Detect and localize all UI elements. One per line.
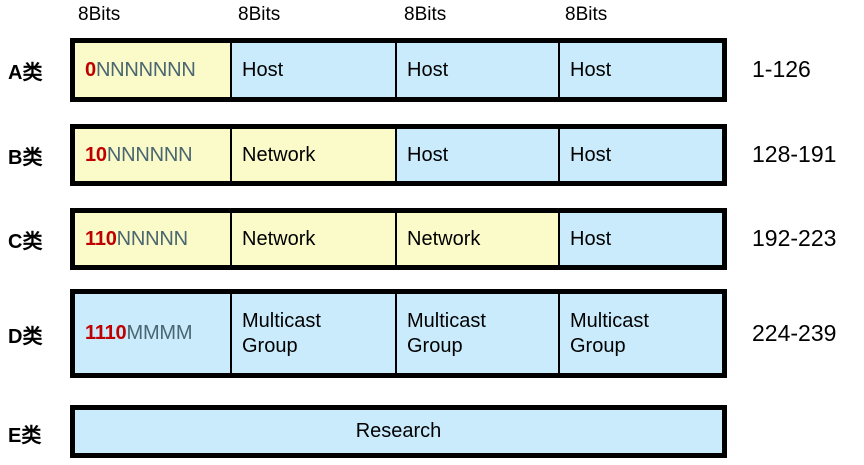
cell-c-octet-3-label: Network [407,227,481,250]
class-label-e: E类 [8,425,42,447]
cell-d-octet-1: 1110MMMM [75,294,232,373]
column-header-octet-1: 8Bits [78,4,121,25]
address-bar-c: 110NNNNN Network Network Host [70,208,727,270]
prefix-bits-a: 0 [85,58,96,81]
cell-b-octet-1: 10NNNNNN [75,129,232,181]
address-bar-e: Research [70,405,727,458]
cell-a-octet-4-label: Host [570,58,612,81]
cell-b-octet-4-label: Host [570,143,612,166]
class-row-a: A类 0NNNNNNN Host Host Host 1-126 [0,38,864,102]
class-row-b: B类 10NNNNNN Network Host Host 128-191 [0,124,864,186]
cell-c-octet-4: Host [560,213,722,265]
cell-c-octet-4-label: Host [570,227,612,250]
variable-bits-d: MMMM [126,322,193,344]
cell-a-octet-1: 0NNNNNNN [75,43,232,97]
cell-e-research-label: Research [355,420,442,442]
cell-b-octet-2-label: Network [242,143,316,166]
variable-bits-c: NNNNN [116,227,188,250]
range-label-a: 1-126 [752,56,811,82]
cell-c-octet-1: 110NNNNN [75,213,232,265]
column-header-row: 8Bits 8Bits 8Bits 8Bits [70,0,727,30]
prefix-bits-c: 110 [85,227,117,250]
cell-a-octet-2: Host [232,43,397,97]
cell-d-octet-2-label: Multicast Group [242,309,321,357]
cell-d-octet-3: Multicast Group [397,294,560,373]
prefix-bits-b: 10 [85,143,107,166]
class-row-e: E类 Research [0,405,864,458]
cell-d-octet-4: Multicast Group [560,294,722,373]
class-label-b: B类 [8,147,43,169]
column-header-octet-4: 8Bits [565,4,608,25]
column-header-octet-3: 8Bits [404,4,447,25]
cell-d-octet-2: Multicast Group [232,294,397,373]
cell-c-octet-2: Network [232,213,397,265]
cell-d-octet-4-label: Multicast Group [570,309,649,357]
range-label-d: 224-239 [752,320,837,346]
range-label-c: 192-223 [752,225,837,251]
column-header-octet-2: 8Bits [238,4,281,25]
address-bar-b: 10NNNNNN Network Host Host [70,124,727,186]
cell-b-octet-2: Network [232,129,397,181]
range-label-b: 128-191 [752,141,837,167]
class-label-c: C类 [8,231,43,253]
variable-bits-b: NNNNNN [106,143,193,166]
class-label-d: D类 [8,326,43,348]
cell-d-octet-3-label: Multicast Group [407,309,486,357]
class-label-a: A类 [8,62,43,84]
address-bar-a: 0NNNNNNN Host Host Host [70,38,727,102]
class-row-c: C类 110NNNNN Network Network Host 192-223 [0,208,864,270]
cell-c-octet-2-label: Network [242,227,316,250]
cell-a-octet-2-label: Host [242,58,284,81]
variable-bits-a: NNNNNNN [95,58,196,81]
cell-a-octet-3-label: Host [407,58,449,81]
address-bar-d: 1110MMMM Multicast Group Multicast Group… [70,289,727,378]
cell-b-octet-3: Host [397,129,560,181]
cell-b-octet-4: Host [560,129,722,181]
class-row-d: D类 1110MMMM Multicast Group Multicast Gr… [0,289,864,378]
cell-c-octet-3: Network [397,213,560,265]
cell-a-octet-4: Host [560,43,722,97]
cell-e-research: Research [75,410,722,453]
cell-a-octet-3: Host [397,43,560,97]
cell-b-octet-3-label: Host [407,143,449,166]
prefix-bits-d: 1110 [85,322,127,344]
